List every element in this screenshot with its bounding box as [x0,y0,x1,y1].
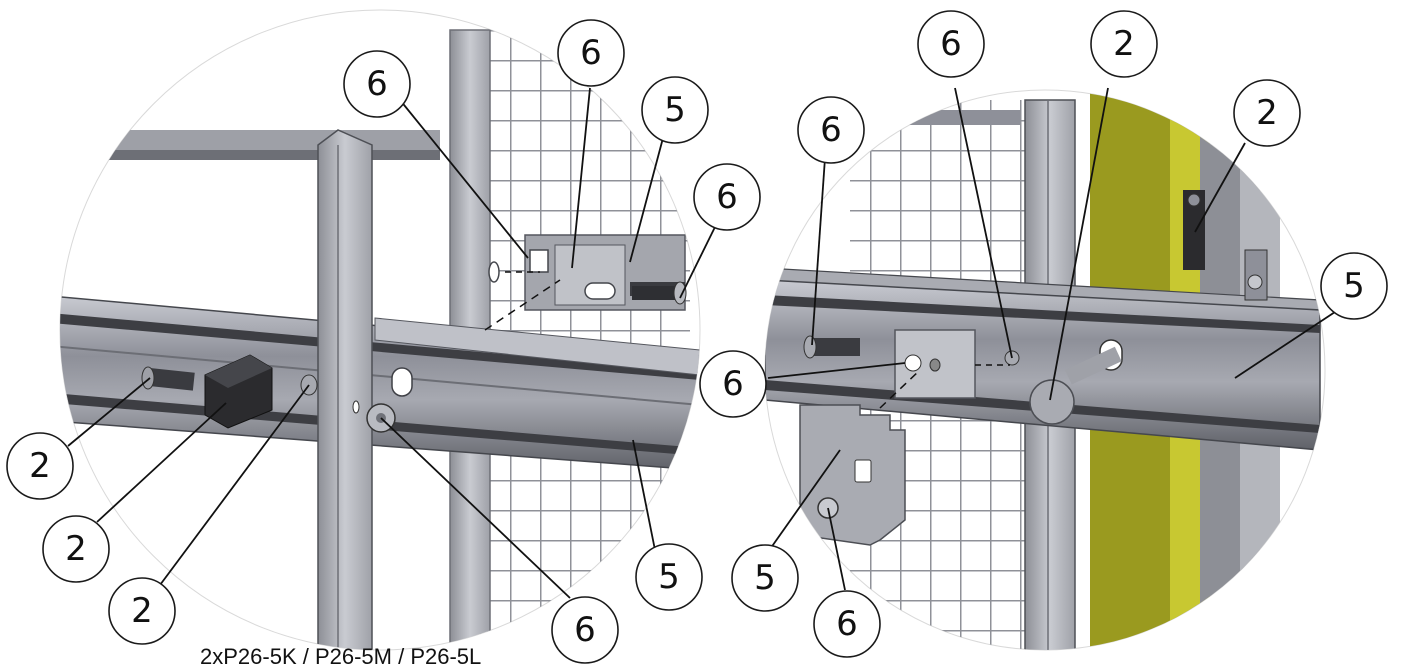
callout-L2c: 2 [108,577,176,645]
svg-text:5: 5 [664,90,686,130]
callout-L6b: 6 [557,19,625,87]
right-knob [1029,379,1075,425]
leader-lines [67,87,1339,599]
leader-L6b [571,87,591,269]
left-vertical-post [317,129,373,650]
svg-text:6: 6 [366,64,388,104]
leader-R2a [1049,87,1109,401]
part-number-caption: 2xP26-5K / P26-5M / P26-5L [200,644,481,668]
svg-text:6: 6 [716,177,738,217]
leader-R6c [767,362,906,379]
callout-R2a: 2 [1090,10,1158,78]
svg-text:6: 6 [836,604,858,644]
leader-L6a [399,99,529,259]
svg-text:6: 6 [580,33,602,73]
leader-R2b [1194,142,1246,233]
leader-L6d [380,417,571,599]
leader-L2a [67,377,151,447]
callout-L6c: 6 [693,163,761,231]
leader-L5a [629,137,664,263]
svg-text:2: 2 [1113,24,1135,64]
callout-L5a: 5 [641,76,709,144]
svg-text:6: 6 [574,610,596,650]
svg-text:5: 5 [658,557,680,597]
left-bolt [148,368,195,391]
callout-L2b: 2 [42,515,110,583]
svg-text:2: 2 [65,529,87,569]
right-hinge [1183,190,1205,270]
left-detail-view [59,9,701,651]
svg-text:2: 2 [1256,93,1278,133]
svg-text:6: 6 [940,24,962,64]
callout-L6a: 6 [343,50,411,118]
leader-R5a [1234,309,1339,379]
leader-R6a [954,87,1013,359]
callout-L2a: 2 [6,432,74,500]
leader-R6b [811,157,826,346]
callout-R2b: 2 [1233,79,1301,147]
leader-L2c [159,384,310,586]
callout-R6c: 6 [699,350,767,418]
leader-L6c [679,226,716,299]
leader-R6d [827,507,846,591]
callout-R6a: 6 [917,10,985,78]
svg-text:6: 6 [820,110,842,150]
leader-L5b [632,439,656,551]
svg-text:5: 5 [1343,266,1365,306]
callout-R6d: 6 [813,590,881,658]
svg-text:2: 2 [29,446,51,486]
right-lower-bracket [799,404,906,546]
right-detail-view [764,89,1326,651]
svg-text:5: 5 [754,558,776,598]
right-left-bolt [810,338,860,356]
callout-L6d: 6 [551,596,619,664]
leader-L2b [96,402,227,523]
svg-text:2: 2 [131,591,153,631]
callout-R5a: 5 [1320,252,1388,320]
callout-R5b: 5 [731,544,799,612]
callout-L5b: 5 [635,543,703,611]
svg-text:6: 6 [722,364,744,404]
callout-R6b: 6 [797,96,865,164]
leader-R5b [767,449,841,553]
